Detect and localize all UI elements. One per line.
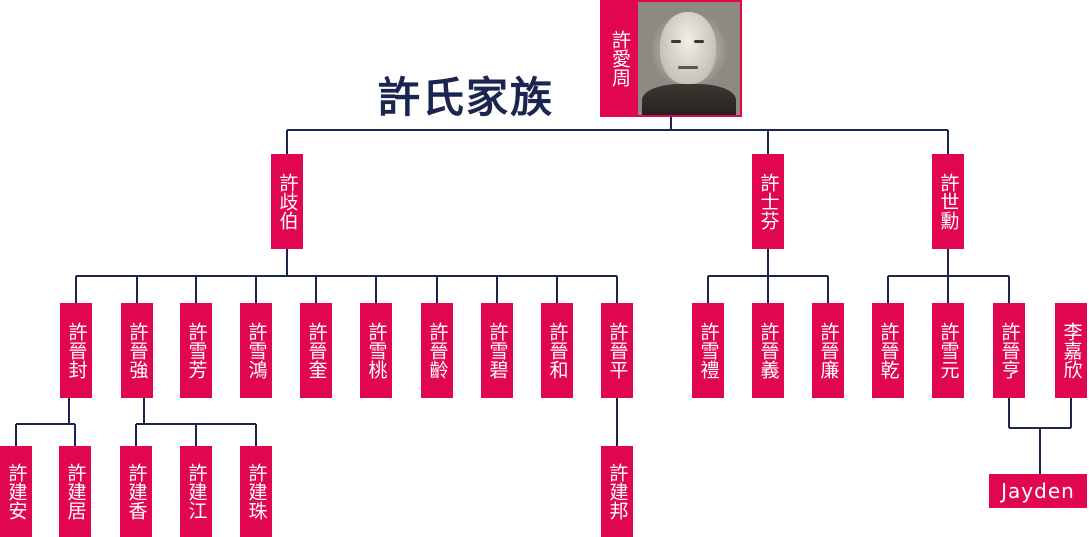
- gen4-node: 許建珠: [240, 446, 272, 537]
- gen3-node: 許晉和: [541, 303, 573, 398]
- gen3-node: 許晉平: [601, 303, 633, 398]
- gen3-node: 許雪芳: [180, 303, 212, 398]
- gen3-node: 許雪桃: [360, 303, 392, 398]
- root-name: 許愛周: [609, 30, 631, 87]
- gen3-node: 許晉乾: [872, 303, 904, 398]
- gen3-node: 許晉廉: [812, 303, 844, 398]
- portrait-photo-icon: [638, 2, 740, 115]
- root-node: 許愛周: [600, 0, 742, 117]
- gen3-node: 許晉齡: [421, 303, 453, 398]
- gen4-node: 許建江: [180, 446, 212, 537]
- gen2-node: 許士芬: [752, 154, 784, 249]
- gen2-node: 許歧伯: [271, 154, 303, 249]
- gen3-node: 許晉封: [60, 303, 92, 398]
- gen4-node: 許建居: [59, 446, 91, 537]
- spouse-node: 李嘉欣: [1055, 303, 1087, 398]
- gen2-node: 許世勳: [932, 154, 964, 249]
- gen3-node: 許雪鴻: [240, 303, 272, 398]
- gen4-node-jayden: Jayden: [989, 474, 1087, 508]
- gen3-node: 許雪碧: [481, 303, 513, 398]
- gen3-node: 許晉義: [752, 303, 784, 398]
- gen3-node: 許晉奎: [300, 303, 332, 398]
- gen4-node: 許建邦: [601, 446, 633, 537]
- gen3-node: 許晉亨: [993, 303, 1025, 398]
- gen3-node: 許雪元: [932, 303, 964, 398]
- gen3-node: 許晉強: [121, 303, 153, 398]
- gen3-node: 許雪禮: [692, 303, 724, 398]
- chart-title: 許氏家族: [378, 73, 555, 122]
- gen4-node: 許建香: [120, 446, 152, 537]
- gen4-node: 許建安: [0, 446, 32, 537]
